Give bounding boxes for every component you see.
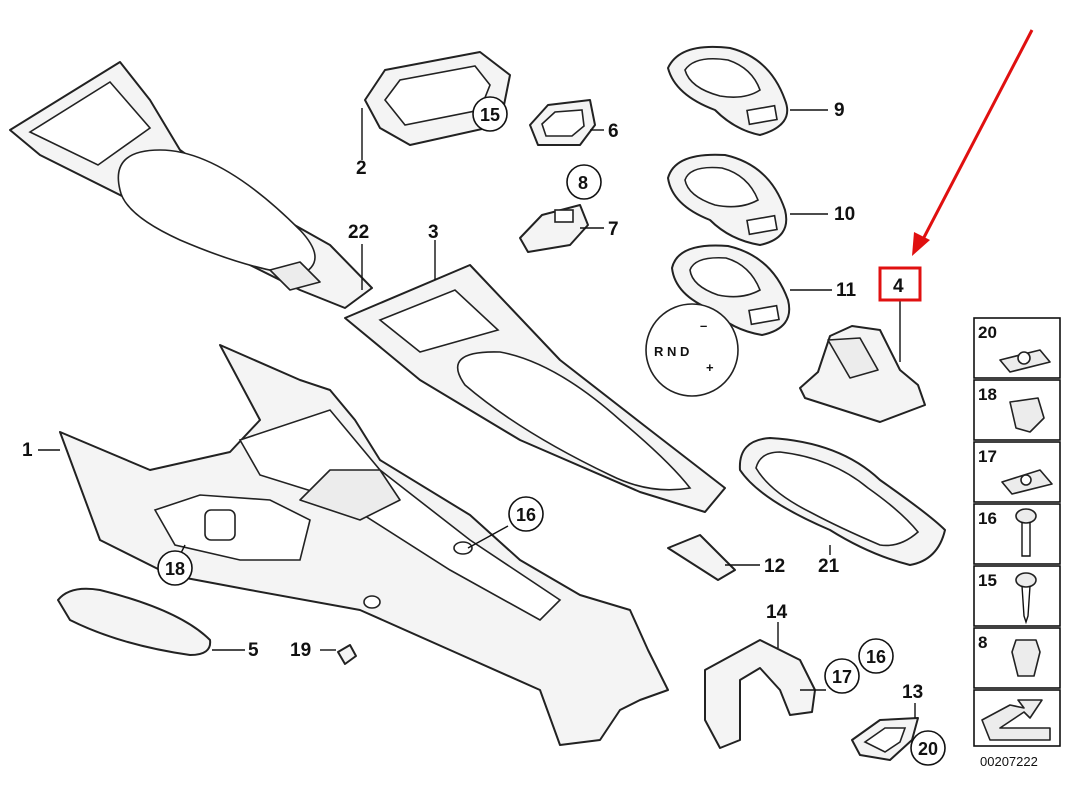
red-arrow-head	[912, 232, 930, 256]
circled-label-18: 18	[157, 550, 193, 586]
label-12: 12	[764, 556, 785, 577]
fastener-legend: 20 18 17 16 15 8 00207222	[973, 317, 1061, 769]
circled-8-text: 8	[578, 173, 588, 193]
red-pointer-arrow	[918, 29, 1034, 246]
highlight-label-4: 4	[893, 276, 904, 297]
label-11: 11	[836, 280, 857, 301]
part-12-insert	[667, 534, 736, 581]
circled-label-16a: 16	[508, 496, 544, 532]
screw-icon	[1015, 508, 1037, 524]
part-13-cover	[851, 717, 919, 761]
direction-arrow-icon	[981, 699, 1051, 741]
legend-num-17: 17	[978, 447, 997, 466]
circled-15-text: 15	[480, 105, 500, 125]
label-14: 14	[766, 602, 788, 623]
label-13: 13	[902, 682, 923, 703]
clip-icon	[1009, 397, 1045, 433]
part-19-clip	[337, 644, 357, 665]
label-9: 9	[834, 100, 845, 121]
catalog-number: 00207222	[980, 754, 1038, 769]
legend-num-18: 18	[978, 385, 997, 404]
part-2-storage-tray	[364, 51, 511, 146]
label-3: 3	[428, 222, 439, 243]
part-9-gear-trim	[667, 45, 789, 136]
circled-18-text: 18	[165, 559, 185, 579]
label-7: 7	[608, 219, 619, 240]
label-10: 10	[834, 204, 855, 225]
part-6-cover	[529, 99, 596, 146]
part-5-pad	[57, 587, 212, 656]
circled-label-17: 17	[824, 658, 860, 694]
circled-label-16b: 16	[858, 638, 894, 674]
legend-num-15: 15	[978, 571, 997, 590]
part-3-center-trim	[344, 264, 726, 513]
legend-num-20: 20	[978, 323, 997, 342]
part-1-center-console	[59, 344, 669, 746]
circled-label-15: 15	[472, 96, 508, 132]
shift-dash: –	[700, 318, 707, 333]
self-tap-screw-icon	[1015, 572, 1037, 588]
part-4-shift-boot	[799, 325, 926, 423]
label-1: 1	[22, 440, 33, 461]
label-21: 21	[818, 556, 840, 577]
part-7-switch	[519, 204, 589, 253]
part-11-gear-trim: R N D – +	[645, 244, 791, 397]
circled-label-20: 20	[910, 730, 946, 766]
part-21-frame	[738, 437, 946, 566]
circled-17-text: 17	[832, 667, 852, 687]
circled-20-text: 20	[918, 739, 938, 759]
label-22: 22	[348, 222, 369, 243]
highlight-part-4: 4	[878, 29, 1034, 302]
label-2: 2	[356, 158, 367, 179]
shift-pattern-bubble	[645, 303, 739, 397]
shift-letters: R N D	[654, 344, 689, 359]
circled-16b-text: 16	[866, 647, 886, 667]
circled-16a-text: 16	[516, 505, 536, 525]
legend-num-16: 16	[978, 509, 997, 528]
part-14-bracket	[704, 639, 816, 749]
label-6: 6	[608, 121, 619, 142]
part-10-gear-trim	[667, 153, 788, 246]
shift-plus: +	[706, 360, 714, 375]
plug-icon	[1011, 639, 1041, 677]
label-5: 5	[248, 640, 259, 661]
part-22-trim	[9, 61, 373, 309]
label-19: 19	[290, 640, 311, 661]
leader-lines	[38, 108, 916, 718]
circled-label-8: 8	[566, 164, 602, 200]
legend-num-8: 8	[978, 633, 987, 652]
